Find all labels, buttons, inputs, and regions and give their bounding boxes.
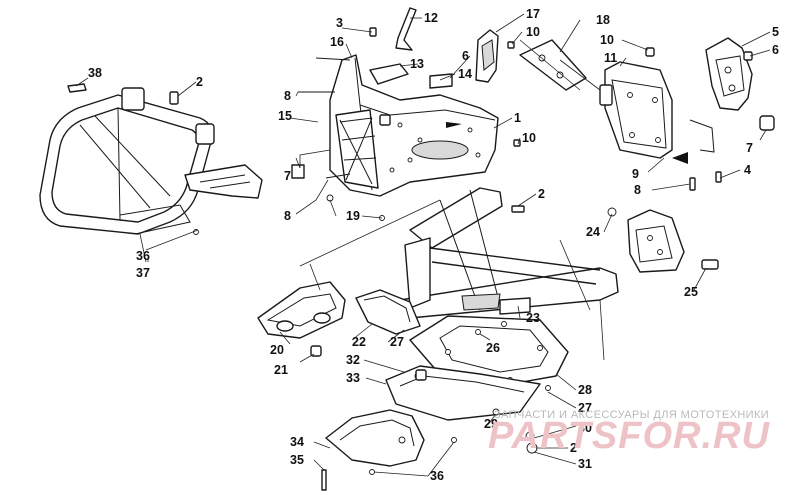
callout-23: 23	[526, 311, 540, 325]
callout-22: 22	[352, 335, 366, 349]
callout-4: 4	[744, 163, 751, 177]
front-bumper	[39, 87, 215, 235]
callout-11: 11	[604, 51, 617, 65]
callout-8-lower: 8	[284, 209, 291, 223]
callout-36-bumper: 36	[136, 249, 150, 263]
callout-6-right: 6	[772, 43, 779, 57]
watermark-caption: ЗАПЧАСТИ И АКСЕССУАРЫ ДЛЯ МОТОТЕХНИКИ	[494, 409, 769, 421]
callout-27-lower: 27	[578, 401, 592, 415]
leader-lines	[75, 13, 771, 477]
callout-36-lower: 36	[430, 469, 444, 483]
callout-34: 34	[290, 435, 304, 449]
callout-5: 5	[772, 25, 779, 39]
bumper-bracket-parts	[67, 83, 179, 105]
callout-14: 14	[458, 67, 472, 81]
callout-labels: 38 2 36 37 3 16 12 13 6 14 17 10 18 8 15…	[88, 7, 779, 483]
callout-2-lower: 2	[570, 441, 577, 455]
callout-10-upper: 10	[526, 25, 540, 39]
callout-7-left: 7	[284, 169, 291, 183]
front-bulkhead	[329, 54, 499, 197]
callout-6-upper: 6	[462, 49, 469, 63]
callout-3: 3	[336, 16, 343, 30]
callout-9: 9	[632, 167, 639, 181]
callout-19: 19	[346, 209, 360, 223]
callout-8-right: 8	[634, 183, 641, 197]
right-footrest	[355, 289, 421, 335]
callout-17: 17	[526, 7, 540, 21]
callout-37: 37	[136, 266, 150, 280]
callout-24: 24	[586, 225, 600, 239]
callout-25: 25	[684, 285, 698, 299]
callout-10-right: 10	[600, 33, 614, 47]
left-footrest	[257, 281, 346, 357]
callout-28: 28	[578, 383, 592, 397]
callout-13: 13	[410, 57, 424, 71]
callout-18: 18	[596, 13, 610, 27]
callout-16: 16	[330, 35, 344, 49]
callout-35: 35	[290, 453, 304, 467]
callout-30: 30	[578, 421, 592, 435]
callout-29: 29	[484, 417, 498, 431]
upper-brackets	[369, 7, 587, 91]
callout-21: 21	[274, 363, 288, 377]
lower-plate	[385, 365, 541, 421]
side-panel	[599, 61, 673, 159]
callout-27-upper: 27	[390, 335, 404, 349]
callout-20: 20	[270, 343, 284, 357]
callout-32: 32	[346, 353, 360, 367]
watermark-brand: PARTSFOR.RU	[488, 415, 770, 457]
callout-8-left: 8	[284, 89, 291, 103]
rear-mount-bracket	[627, 209, 719, 273]
bumper-lower-bracket	[184, 164, 263, 235]
lower-bracket	[325, 409, 425, 467]
callout-31: 31	[578, 457, 592, 471]
callout-38: 38	[88, 66, 102, 80]
callout-2-mid: 2	[538, 187, 545, 201]
callout-7-right: 7	[746, 141, 753, 155]
main-frame	[399, 187, 619, 319]
callout-1: 1	[514, 111, 521, 125]
callout-10-mid: 10	[522, 131, 536, 145]
callout-33: 33	[346, 371, 360, 385]
callout-2-bumper: 2	[196, 75, 203, 89]
callout-26: 26	[486, 341, 500, 355]
watermark: ЗАПЧАСТИ И АКСЕССУАРЫ ДЛЯ МОТОТЕХНИКИ PA…	[488, 409, 770, 457]
callout-15: 15	[278, 109, 292, 123]
right-upper-bracket	[689, 37, 775, 153]
callout-12: 12	[424, 11, 438, 25]
